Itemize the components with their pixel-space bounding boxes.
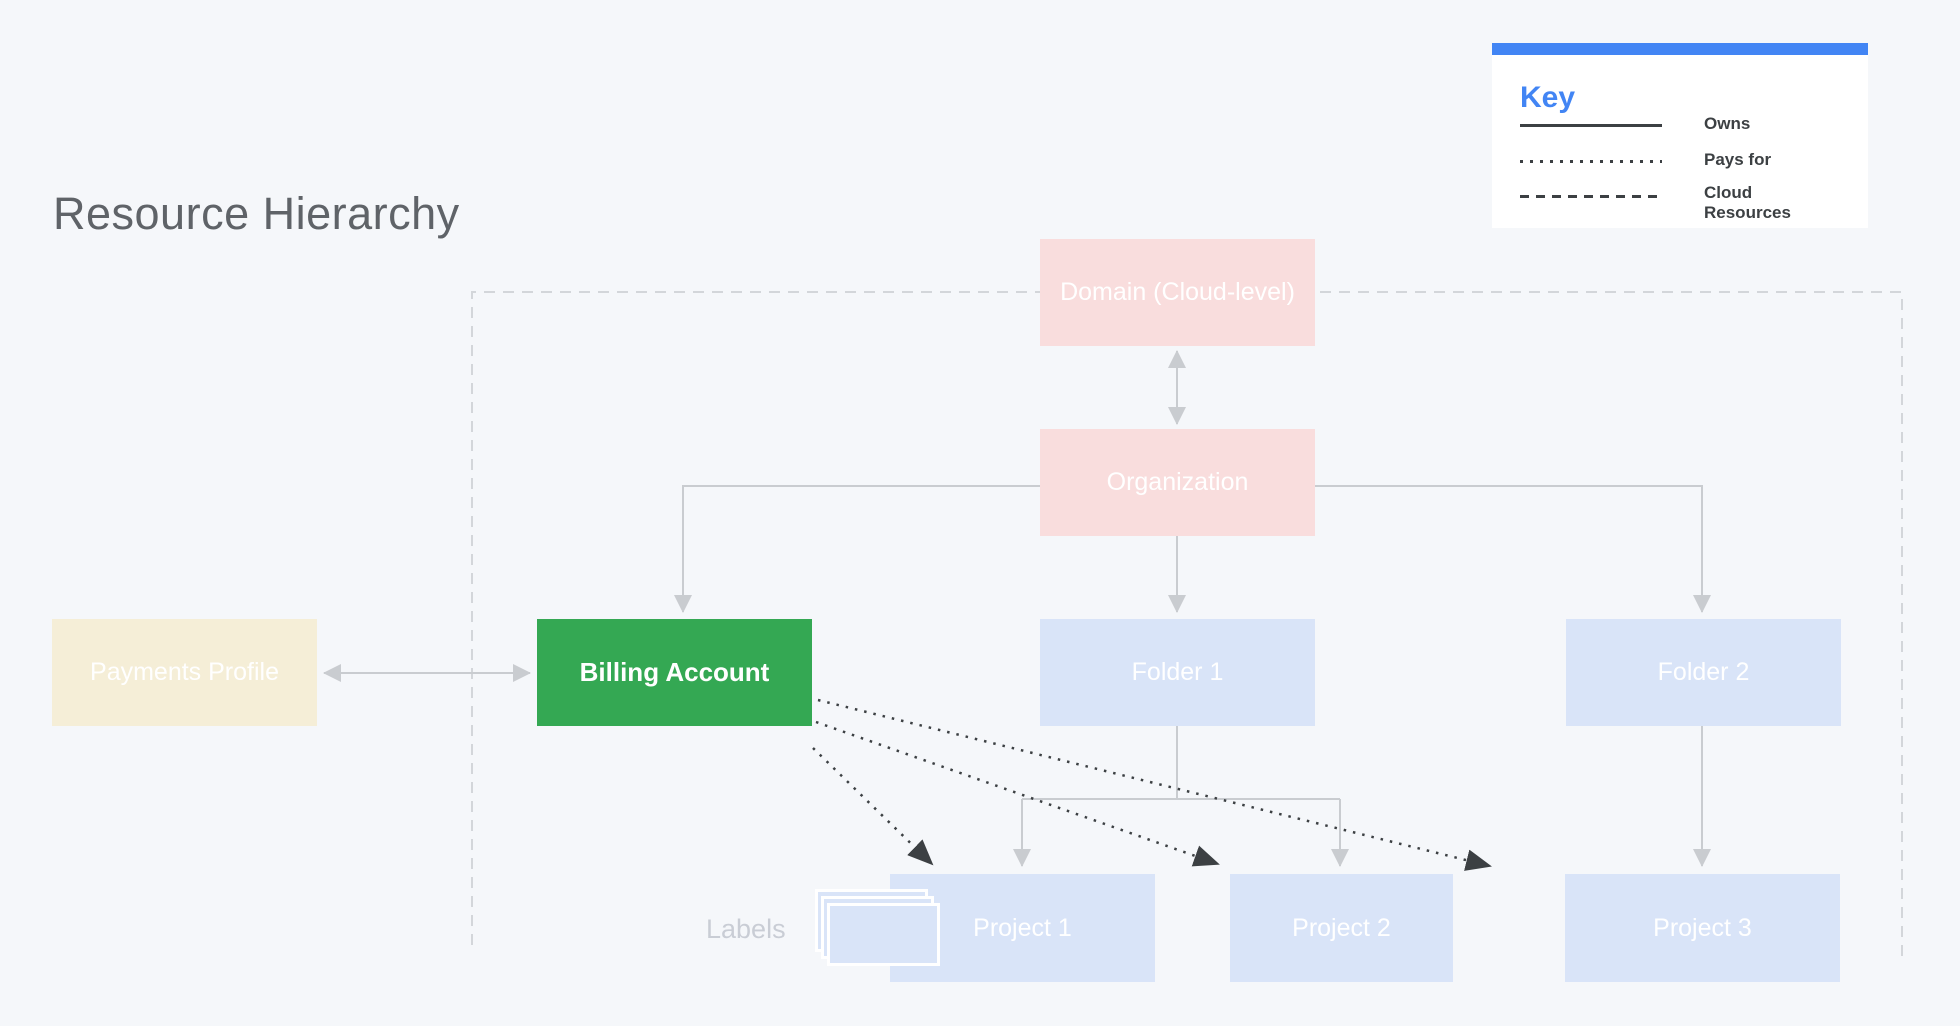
key-heading: Key (1520, 81, 1576, 114)
edge-billing-project1 (812, 747, 934, 866)
node-project-3: Project 3 (1565, 874, 1840, 982)
key-label-owns: Owns (1704, 114, 1751, 133)
edge-billing-project3 (817, 698, 1492, 871)
pays-for-line-sample (1520, 160, 1662, 163)
key-accent-bar (1492, 43, 1868, 55)
node-folder-1: Folder 1 (1040, 619, 1315, 726)
owns-line-sample (1520, 124, 1662, 127)
labels-caption: Labels (706, 914, 786, 944)
key-label-cloud-resources: Cloud Resources (1704, 183, 1791, 222)
node-project-2: Project 2 (1230, 874, 1453, 982)
edge-organization-billing (674, 485, 1040, 613)
stacked-cards-icon (827, 903, 940, 966)
node-domain: Domain (Cloud-level) (1040, 239, 1315, 346)
page-title: Resource Hierarchy (53, 188, 460, 239)
key-label-pays-for: Pays for (1704, 150, 1772, 169)
node-payments-profile: Payments Profile (52, 619, 317, 726)
edge-folder1-split (1022, 726, 1340, 800)
node-billing-account: Billing Account (537, 619, 812, 726)
cloud-resources-line-sample (1520, 195, 1662, 198)
node-organization: Organization (1040, 429, 1315, 536)
edge-organization-folder2 (1315, 485, 1711, 613)
node-folder-2: Folder 2 (1566, 619, 1841, 726)
key-panel: Key Owns Pays for Cloud Resources (1492, 43, 1868, 228)
edge-billing-project2 (815, 720, 1220, 867)
